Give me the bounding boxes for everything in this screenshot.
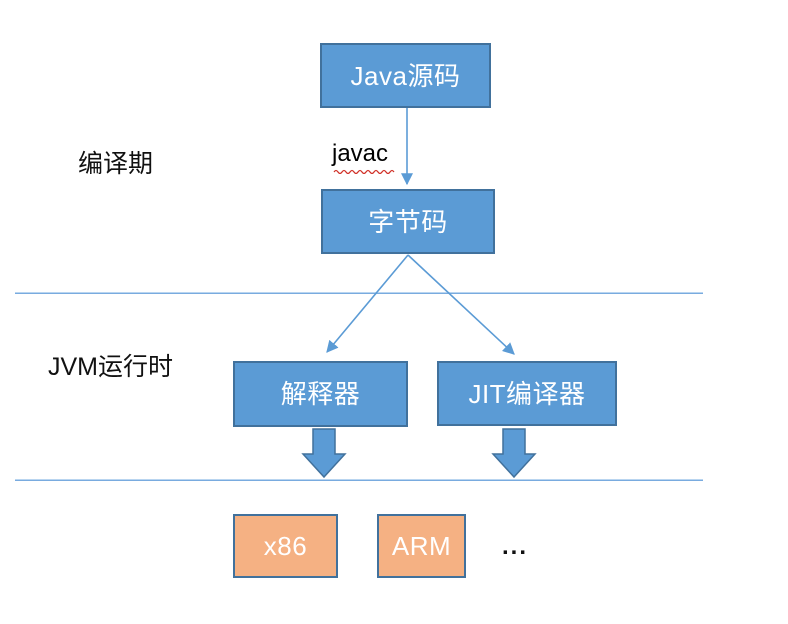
thick-arrow-jit-to-machine [491,428,537,479]
node-x86: x86 [233,514,338,578]
phase-label-compile-time: 编译期 [78,150,154,178]
more-architectures-ellipsis: ... [502,533,529,560]
divider-runtime-machine [15,479,703,481]
divider-compile-runtime [15,292,703,294]
spellcheck-squiggle-underline [333,169,395,174]
arrow-bytecode-to-interpreter [326,254,409,353]
node-bytecode: 字节码 [321,189,495,254]
node-interpreter: 解释器 [233,361,408,427]
node-jit-compiler: JIT编译器 [437,361,617,426]
thick-arrow-interpreter-to-machine [301,428,347,479]
arrow-bytecode-to-jit [407,254,515,355]
node-arm: ARM [377,514,466,578]
phase-label-jvm-runtime: JVM运行时 [48,353,174,381]
node-java-source: Java源码 [320,43,491,108]
edge-label-javac: javac [332,140,389,167]
